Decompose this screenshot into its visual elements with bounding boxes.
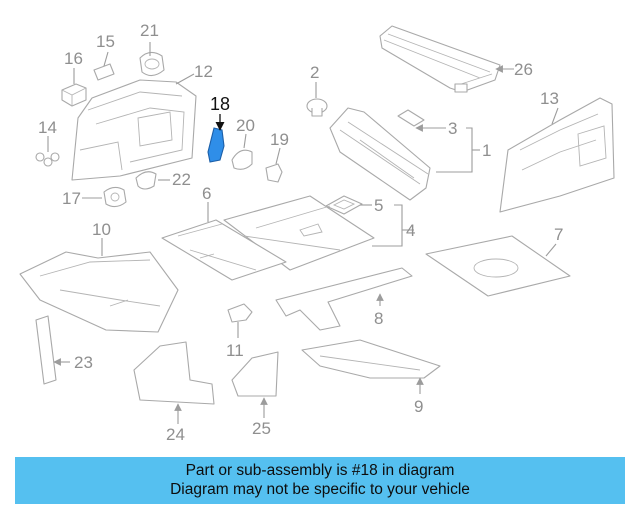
info-banner: Part or sub-assembly is #18 in diagram D…	[15, 457, 625, 504]
leader-lines	[47, 42, 559, 424]
callout-7: 7	[554, 225, 563, 244]
part-23-trim-strip	[35, 315, 57, 385]
part-6-floor-panel	[161, 219, 287, 281]
part-18-highlighted	[207, 127, 225, 163]
callout-23: 23	[74, 353, 93, 372]
part-11-bracket	[227, 303, 253, 323]
part-7-cargo-mat	[425, 235, 571, 297]
part-9-rail	[301, 339, 441, 379]
part-26-cargo-cover	[379, 25, 501, 93]
part-2-plug	[306, 98, 328, 117]
callout-numbers: 21 15 16 12 18 14 20 19 17 22 2 26 13 3 …	[38, 21, 563, 444]
callout-24: 24	[166, 425, 185, 444]
part-14-grommets	[35, 152, 60, 167]
callout-4: 4	[406, 221, 415, 240]
callout-9: 9	[414, 397, 423, 416]
part-12-left-quarter-trim	[71, 79, 197, 181]
parts-diagram: 21 15 16 12 18 14 20 19 17 22 2 26 13 3 …	[19, 21, 615, 444]
part-8-cross-member	[275, 267, 413, 331]
part-10-rear-carpet	[19, 251, 179, 333]
callout-19: 19	[270, 130, 289, 149]
part-25-cover	[231, 351, 279, 397]
callout-21: 21	[140, 21, 159, 40]
part-15-bracket	[93, 63, 115, 81]
callout-6: 6	[202, 184, 211, 203]
part-13-right-quarter-trim	[499, 97, 615, 213]
callout-15: 15	[96, 32, 115, 51]
callout-26: 26	[514, 60, 533, 79]
callout-2: 2	[310, 63, 319, 82]
part-21-clip	[139, 51, 165, 77]
part-24-sill-trim	[133, 341, 215, 405]
callout-18: 18	[210, 94, 230, 114]
callout-1: 1	[482, 141, 491, 160]
callout-13: 13	[540, 89, 559, 108]
part-19-fastener	[265, 163, 283, 183]
part-20-cap	[231, 149, 253, 170]
callout-16: 16	[64, 49, 83, 68]
part-5-handle	[325, 195, 363, 215]
callout-11: 11	[226, 341, 244, 360]
part-3-pad	[397, 109, 425, 127]
banner-line-2: Diagram may not be specific to your vehi…	[170, 481, 470, 498]
callout-14: 14	[38, 118, 57, 137]
part-1-sill-plate	[329, 107, 431, 201]
callout-17: 17	[62, 189, 81, 208]
callout-12: 12	[194, 62, 213, 81]
callout-10: 10	[92, 220, 111, 239]
callout-20: 20	[236, 116, 255, 135]
callout-25: 25	[252, 419, 271, 438]
callout-3: 3	[448, 119, 457, 138]
part-17-clip	[103, 186, 127, 208]
part-16-block	[61, 83, 87, 107]
callout-22: 22	[172, 170, 191, 189]
banner-line-1: Part or sub-assembly is #18 in diagram	[185, 462, 455, 479]
part-22-hook	[135, 171, 157, 190]
callout-5: 5	[374, 196, 383, 215]
callout-8: 8	[374, 309, 383, 328]
